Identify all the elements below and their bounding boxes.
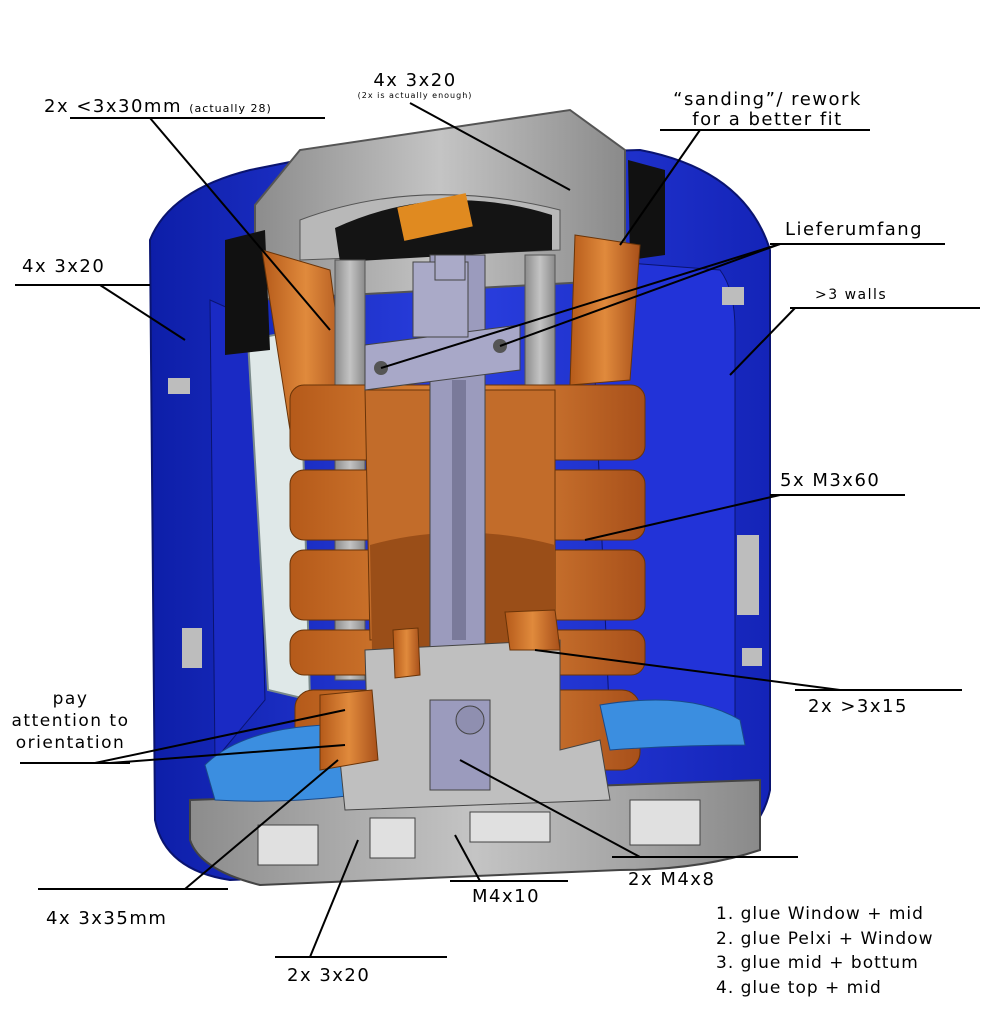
glue-steps-list: 1. glue Window + mid 2. glue Pelxi + Win… <box>716 902 933 1000</box>
bottom-foot <box>469 811 551 843</box>
bottom-foot <box>629 799 701 846</box>
top-screws-text: 4x 3x20 <box>373 70 457 91</box>
label-m3x35: 4x 3x35mm <box>46 908 168 929</box>
copper-post-right <box>504 609 561 651</box>
orientation-line-2: attention to <box>11 711 130 731</box>
sanding-line-2: for a better fit <box>692 109 843 130</box>
copper-post-mid <box>392 627 421 679</box>
glue-step: 1. glue Window + mid <box>716 904 924 924</box>
warning-label <box>397 193 473 241</box>
copper-block-right <box>569 234 641 386</box>
orientation-line-3: orientation <box>15 733 126 753</box>
long-screws-text: 2x <3x30mm <box>44 96 182 117</box>
glue-step: 4. glue top + mid <box>716 977 882 998</box>
copper-post-left <box>319 689 379 771</box>
label-side-screws: 4x 3x20 <box>22 256 106 277</box>
sanding-line-1: “sanding”/ rework <box>673 89 862 110</box>
shaft-tip <box>434 254 466 281</box>
bottom-foot <box>369 817 416 859</box>
housing-tab <box>168 378 190 394</box>
lower-pin <box>455 705 485 735</box>
label-sanding: “sanding”/ rework for a better fit <box>660 90 875 130</box>
long-screws-note: (actually 28) <box>189 102 272 115</box>
housing-tab <box>182 628 202 668</box>
glue-step: 3. glue mid + bottum <box>716 953 919 973</box>
label-long-screws: 2x <3x30mm (actually 28) <box>44 98 272 116</box>
housing-tab <box>722 287 744 305</box>
orientation-line-1: pay <box>52 689 89 709</box>
label-m4x10: M4x10 <box>472 886 541 907</box>
label-walls: >3 walls <box>815 287 888 303</box>
glue-step: 2. glue Pelxi + Window <box>716 928 934 949</box>
label-m4x8: 2x M4x8 <box>628 869 716 890</box>
leader-lines <box>15 102 980 958</box>
label-orientation: pay attention to orientation <box>8 688 133 754</box>
label-m3x15: 2x >3x15 <box>808 696 908 717</box>
label-lieferumfang: Lieferumfang <box>785 219 924 240</box>
label-bottom-screws: 2x 3x20 <box>287 965 371 986</box>
housing-tab <box>742 648 762 666</box>
shaft-slot <box>452 380 466 640</box>
gasket-right <box>628 160 665 260</box>
bottom-foot <box>257 824 319 866</box>
housing-tab <box>737 535 759 615</box>
label-top-screws: 4x 3x20 (2x is actually enough) <box>345 72 485 100</box>
label-m3x60: 5x M3x60 <box>780 470 881 491</box>
gasket-left <box>225 230 270 355</box>
blue-disc-right <box>599 699 746 751</box>
top-screws-note: (2x is actually enough) <box>357 91 473 100</box>
